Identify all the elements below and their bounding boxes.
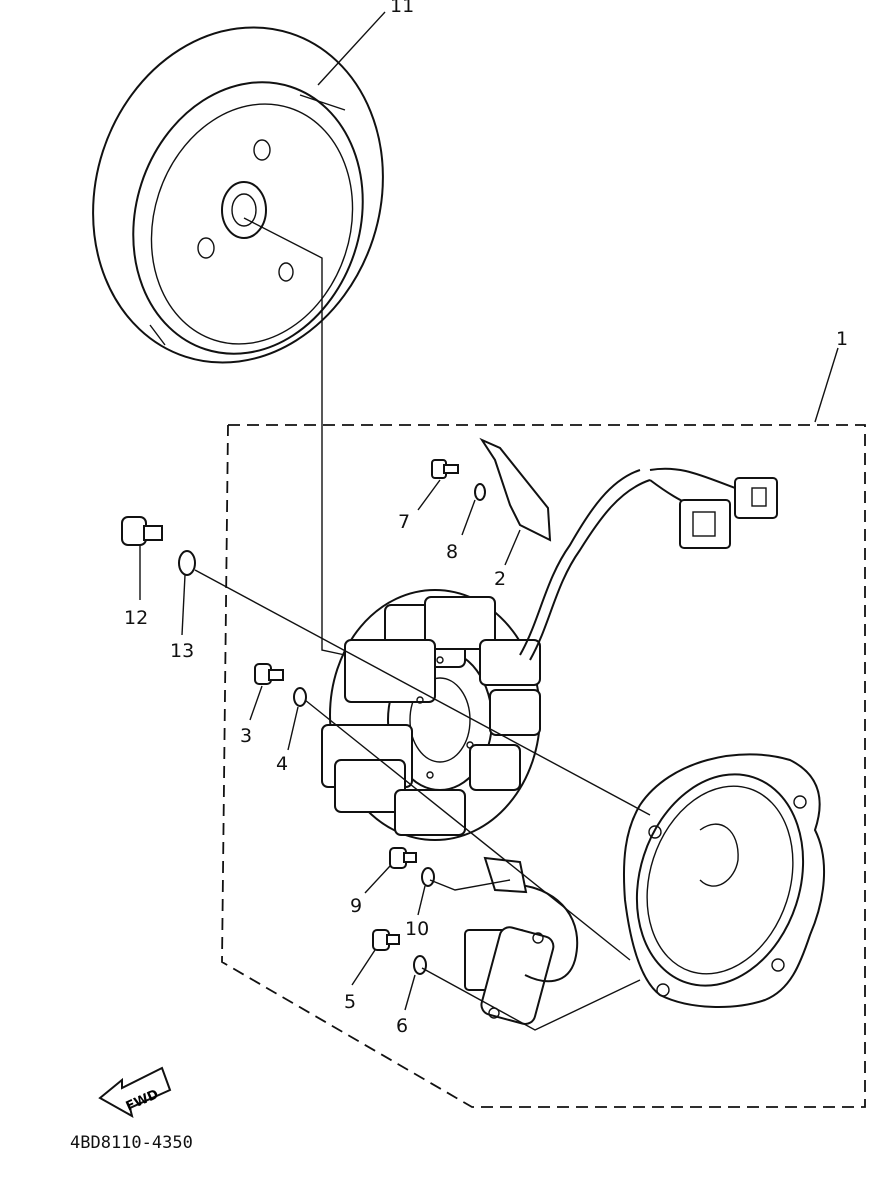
washer-4 [293, 687, 307, 707]
wire-bracket [479, 437, 552, 542]
callout-6: 6 [396, 1015, 408, 1037]
drawing-code: 4BD8110-4350 [70, 1133, 193, 1153]
bolt-3 [254, 663, 284, 685]
washer-10 [421, 867, 435, 887]
callout-12: 12 [124, 607, 148, 629]
bolt-5 [372, 929, 400, 951]
bolt-9 [389, 847, 417, 869]
callout-4: 4 [276, 753, 288, 775]
callout-8: 8 [446, 541, 458, 563]
callout-1: 1 [836, 328, 848, 350]
callout-9: 9 [350, 895, 362, 917]
forward-arrow-icon: FWD [98, 1066, 172, 1119]
assembly-boundary [221, 424, 866, 1108]
washer-13 [178, 550, 196, 576]
flywheel-rotor [92, 26, 384, 364]
alignment-lines [194, 217, 651, 1031]
callout-7: 7 [398, 511, 410, 533]
callout-13: 13 [170, 640, 194, 662]
bolt-7 [431, 459, 459, 479]
leader-lines [139, 11, 839, 1011]
callout-5: 5 [344, 991, 356, 1013]
callout-2: 2 [494, 568, 506, 590]
callout-labels: 11 1 2 7 8 12 13 3 4 9 10 5 6 [124, 0, 848, 1037]
callout-3: 3 [240, 725, 252, 747]
pickup-coil [464, 856, 579, 1025]
washer-6 [413, 955, 427, 975]
bolt-12 [121, 516, 163, 546]
washer-8 [474, 483, 486, 501]
stator-assembly [321, 589, 541, 841]
crankcase-cover [622, 753, 825, 1008]
wire-harness [519, 467, 778, 661]
callout-11: 11 [390, 0, 414, 17]
callout-10: 10 [405, 918, 429, 940]
